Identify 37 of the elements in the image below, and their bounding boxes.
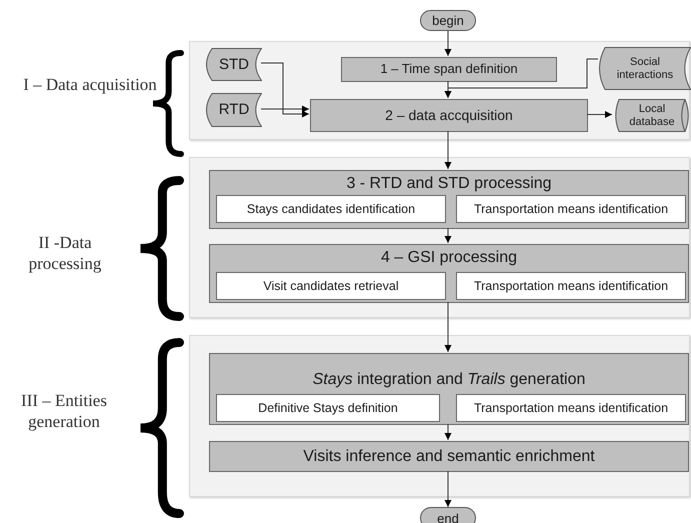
phase-panel [189,335,690,497]
subtask-box: Transportation means identification [456,195,686,223]
process-box [209,353,689,425]
arrow [260,62,310,118]
step-title: Stays integration and Trails generation [312,371,586,389]
stored-data-shape: Social interactions [599,47,691,90]
terminal-pill: end [420,507,476,523]
stored-data-shape: RTD [206,93,262,127]
subtask-box: Stays candidates identification [216,195,446,223]
phase-label: II -Data processing [28,232,102,274]
arrow [586,111,612,118]
stored-data-shape: STD [206,48,262,81]
subtask-box: Transportation means identification [456,394,686,422]
phase-label: I – Data acquisition [22,74,158,96]
process-box: Visits inference and semantic enrichment [209,441,689,472]
subtask-box: Definitive Stays definition [216,394,440,422]
terminal-pill: begin [420,10,476,31]
step-title: 3 - RTD and STD processing [346,175,552,193]
database-cylinder: Local database [613,99,691,132]
arrow [260,106,310,112]
arrow [444,30,452,56]
process-box: 1 – Time span definition [341,57,557,82]
arrow [444,228,452,244]
step-title: 4 – GSI processing [380,249,518,267]
phase-panel [189,157,690,318]
arrow [444,424,452,440]
subtask-box: Visit candidates retrieval [216,272,446,300]
subtask-box: Transportation means identification [456,272,686,300]
arrow [444,130,452,170]
arrow [444,58,598,98]
arrow [444,470,452,508]
process-box: 2 – data accquisition [310,99,588,132]
process-box [209,170,689,229]
arrow [444,302,452,352]
phase-label: III – Entities generation [20,390,108,432]
process-box [209,244,689,303]
phase-panel [189,41,690,140]
